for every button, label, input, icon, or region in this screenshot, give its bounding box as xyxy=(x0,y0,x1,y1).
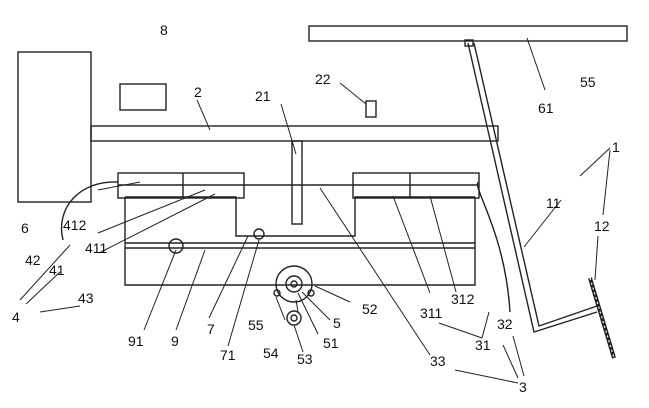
label-52: 52 xyxy=(362,301,378,317)
rail-2 xyxy=(90,125,499,142)
wheel-5-outer xyxy=(275,265,313,303)
part-53-outer xyxy=(286,310,302,326)
label-33: 33 xyxy=(430,353,446,369)
label-42: 42 xyxy=(25,252,41,268)
label-61: 61 xyxy=(538,100,554,116)
lever-hinge xyxy=(464,39,474,47)
label-1: 1 xyxy=(612,139,620,155)
small-part-22 xyxy=(365,100,377,118)
label-4: 4 xyxy=(12,309,20,325)
part-71 xyxy=(253,228,265,240)
label-55-top: 55 xyxy=(580,74,596,90)
label-41: 41 xyxy=(49,262,65,278)
label-31: 31 xyxy=(475,337,491,353)
label-2: 2 xyxy=(194,84,202,100)
label-312: 312 xyxy=(451,291,475,307)
label-7: 7 xyxy=(207,321,215,337)
label-55: 55 xyxy=(248,317,264,333)
wheel-5-inner xyxy=(285,275,303,293)
box-8 xyxy=(119,83,167,111)
left-block xyxy=(17,51,92,203)
label-311: 311 xyxy=(420,305,443,321)
label-22: 22 xyxy=(315,71,331,87)
part-53-inner xyxy=(290,314,298,322)
label-32: 32 xyxy=(497,316,513,332)
label-5: 5 xyxy=(333,315,341,331)
label-54: 54 xyxy=(263,345,279,361)
label-71: 71 xyxy=(220,347,236,363)
curve-32 xyxy=(476,181,511,313)
label-6: 6 xyxy=(21,220,29,236)
lever-arm xyxy=(467,42,598,333)
label-53: 53 xyxy=(297,351,313,367)
label-11: 11 xyxy=(546,195,561,211)
part-55-pin-right xyxy=(307,289,315,297)
label-9: 9 xyxy=(171,333,179,349)
label-21: 21 xyxy=(255,88,271,104)
label-43: 43 xyxy=(78,290,94,306)
wheel-5-hub xyxy=(290,280,298,288)
label-8: 8 xyxy=(160,22,168,38)
label-91: 91 xyxy=(128,333,144,349)
brush-12 xyxy=(588,277,616,359)
label-411: 411 xyxy=(85,240,108,256)
label-12: 12 xyxy=(594,218,610,234)
shaft-21 xyxy=(291,140,303,225)
part-55-pin-left xyxy=(273,289,281,297)
label-3: 3 xyxy=(519,379,527,395)
curve-42 xyxy=(60,181,119,241)
lever-arm-inner xyxy=(473,42,598,327)
part-91 xyxy=(168,238,184,254)
label-51: 51 xyxy=(323,335,339,351)
label-412: 412 xyxy=(63,217,87,233)
top-plate xyxy=(308,25,628,42)
main-housing xyxy=(124,196,476,286)
